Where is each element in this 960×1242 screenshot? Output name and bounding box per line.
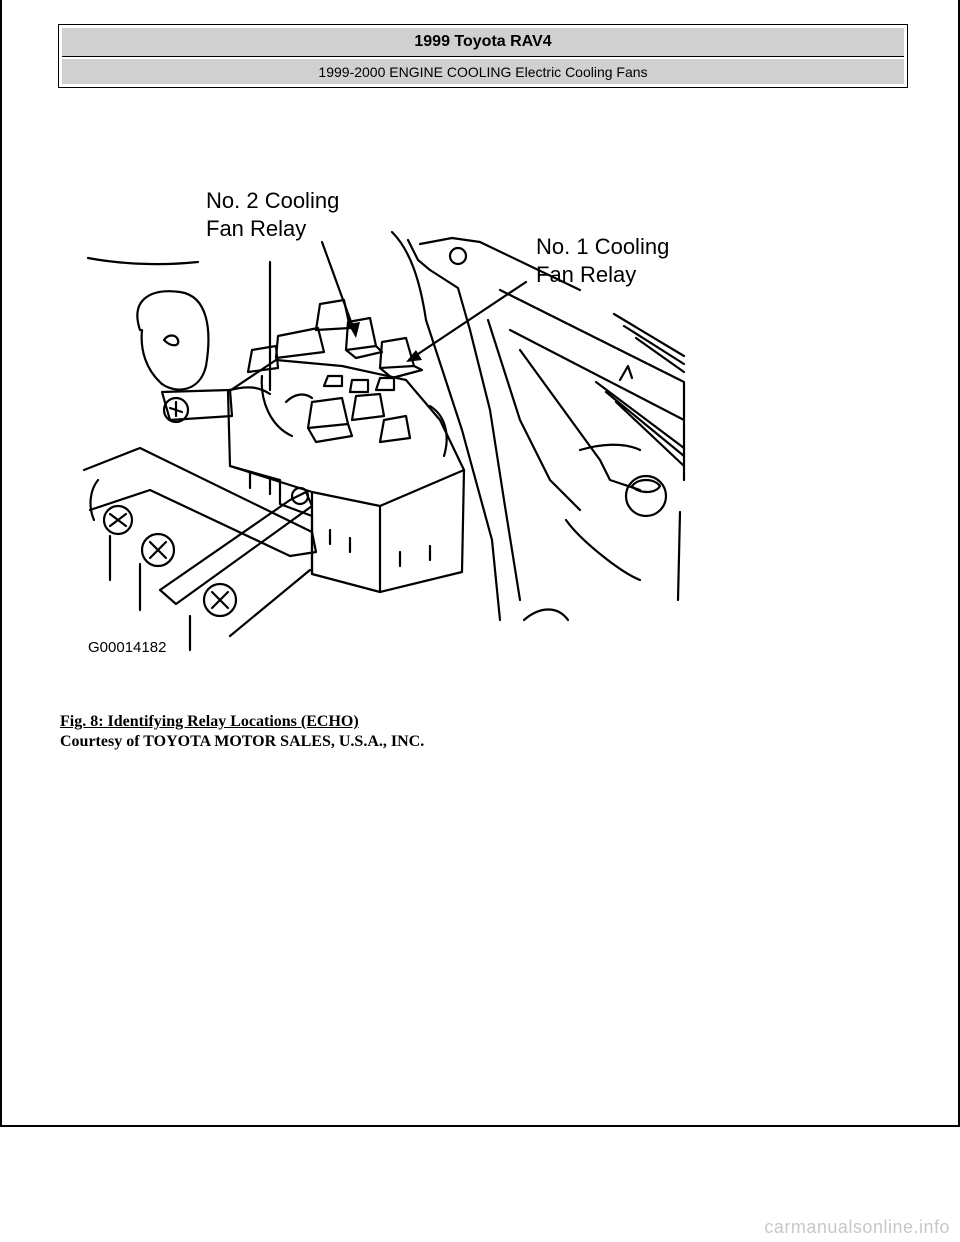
relay2-leader-arrow (320, 240, 360, 338)
relay2-label-line2: Fan Relay (206, 216, 306, 241)
figure-caption: Fig. 8: Identifying Relay Locations (ECH… (60, 713, 359, 730)
figure-code: G00014182 (88, 639, 166, 656)
site-watermark: carmanualsonline.info (764, 1217, 950, 1237)
relay-location-figure: No. 2 Cooling Fan Relay No. 1 Cooling Fa… (80, 180, 700, 660)
relay2-label-line1: No. 2 Cooling (206, 188, 339, 213)
header-subtitle-bar: 1999-2000 ENGINE COOLING Electric Coolin… (62, 59, 904, 84)
relay-no2 (344, 316, 384, 360)
figure-caption-block: Fig. 8: Identifying Relay Locations (ECH… (60, 712, 860, 752)
relay-block-body (226, 358, 466, 594)
page-frame (0, 0, 960, 1127)
terminal-bolts (89, 478, 238, 652)
battery-strap (82, 446, 318, 558)
header-title: 1999 Toyota RAV4 (414, 33, 552, 50)
relay-no1 (378, 336, 424, 380)
hood-edge-line (86, 256, 200, 266)
header-subtitle: 1999-2000 ENGINE COOLING Electric Coolin… (318, 63, 648, 80)
relay1-label-line1: No. 1 Cooling (536, 234, 669, 259)
page-header: 1999 Toyota RAV4 1999-2000 ENGINE COOLIN… (58, 24, 908, 88)
body-panels (390, 230, 686, 622)
header-title-bar: 1999 Toyota RAV4 (62, 28, 904, 57)
bracket-outline (136, 290, 210, 391)
figure-courtesy: Courtesy of TOYOTA MOTOR SALES, U.S.A., … (60, 733, 425, 750)
relay-diagram: No. 2 Cooling Fan Relay No. 1 Cooling Fa… (82, 188, 686, 656)
relay1-label-line2: Fan Relay (536, 262, 636, 287)
